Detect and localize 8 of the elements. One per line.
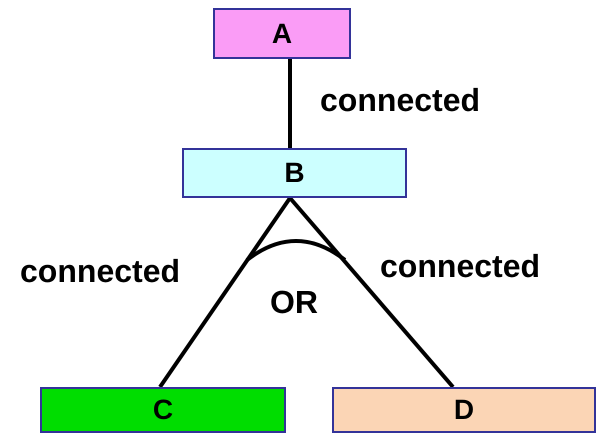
node-box: D <box>332 387 596 433</box>
or-label: OR <box>270 286 318 318</box>
node-box: A <box>213 8 351 59</box>
node-box: C <box>40 387 286 433</box>
connector-line <box>288 196 455 388</box>
connector-line <box>158 196 292 388</box>
connector-line <box>288 59 292 148</box>
node-box: B <box>182 148 407 198</box>
